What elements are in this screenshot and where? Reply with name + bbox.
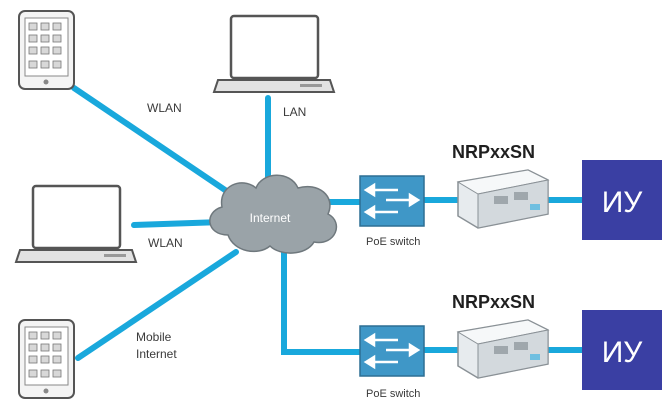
module-title: NRPxxSN <box>452 292 535 312</box>
link-label-wlan-mid: WLAN <box>148 236 183 250</box>
link-label-mobile: Mobile <box>136 330 172 344</box>
endpoint-label: ИУ <box>602 336 644 369</box>
link-label-internet: Internet <box>136 347 177 361</box>
link-tablet-top <box>71 85 231 195</box>
laptop-icon <box>14 184 138 263</box>
switch-label: PoE switch <box>366 388 420 400</box>
poe-switch-icon <box>359 325 425 377</box>
cloud-icon <box>209 174 338 254</box>
laptop-icon <box>212 14 336 93</box>
link-laptop-mid <box>131 219 225 228</box>
link-label-wlan-top: WLAN <box>147 101 182 115</box>
link-label-lan: LAN <box>283 105 306 119</box>
module-title: NRPxxSN <box>452 142 535 162</box>
link-cloud-switch-2 <box>281 247 363 355</box>
relay-module-icon <box>456 319 550 379</box>
endpoint-label: ИУ <box>602 186 644 219</box>
tablet-icon <box>18 319 75 399</box>
tablet-icon <box>18 10 75 90</box>
cloud-label: Internet <box>250 211 291 225</box>
relay-module-icon <box>456 169 550 229</box>
link-tablet-bottom <box>75 249 239 361</box>
switch-label: PoE switch <box>366 236 420 248</box>
endpoint-box: ИУ <box>582 310 662 390</box>
connection-lines <box>71 85 585 361</box>
poe-switch-icon <box>359 175 425 227</box>
endpoint-box: ИУ <box>582 160 662 240</box>
